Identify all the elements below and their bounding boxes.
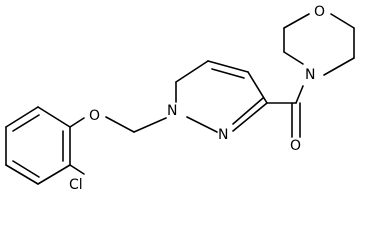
atom-o-ether: O bbox=[89, 108, 100, 124]
chlorophenyl-ring bbox=[5, 106, 71, 185]
bond bbox=[283, 13, 310, 29]
double-bond-inner bbox=[12, 160, 40, 178]
double-bond-inner bbox=[211, 68, 245, 79]
bond bbox=[247, 71, 268, 104]
bond-ch2-n1 bbox=[133, 117, 167, 133]
bond bbox=[37, 106, 71, 128]
bond-o-ch2 bbox=[105, 116, 135, 133]
bond bbox=[186, 116, 218, 133]
atom-n-morpholine: N bbox=[305, 67, 315, 83]
atom-o-carbonyl: O bbox=[290, 138, 301, 154]
bond bbox=[232, 102, 268, 132]
atom-cl: Cl bbox=[69, 177, 83, 193]
bond bbox=[175, 60, 209, 83]
bond bbox=[37, 164, 71, 185]
bond bbox=[330, 13, 355, 29]
bond bbox=[5, 164, 39, 185]
atom-n2-pyrazole: N bbox=[218, 127, 228, 143]
atom-o-morpholine: O bbox=[314, 4, 325, 20]
bond bbox=[283, 51, 304, 65]
atom-n1-pyrazole: N bbox=[167, 103, 177, 119]
bond-carbonyl-n bbox=[295, 85, 304, 104]
bond bbox=[5, 106, 39, 128]
bond-c-cl bbox=[69, 164, 85, 175]
bond bbox=[323, 57, 355, 76]
bond-aryl-o bbox=[69, 117, 85, 128]
double-bond-inner bbox=[12, 114, 40, 132]
pyrazole-ring bbox=[175, 60, 268, 133]
morpholine-ring bbox=[283, 13, 355, 76]
bond bbox=[207, 60, 249, 73]
chemical-structure-diagram: O N N O N O Cl bbox=[5, 4, 355, 193]
double-bond-outer bbox=[232, 97, 264, 125]
